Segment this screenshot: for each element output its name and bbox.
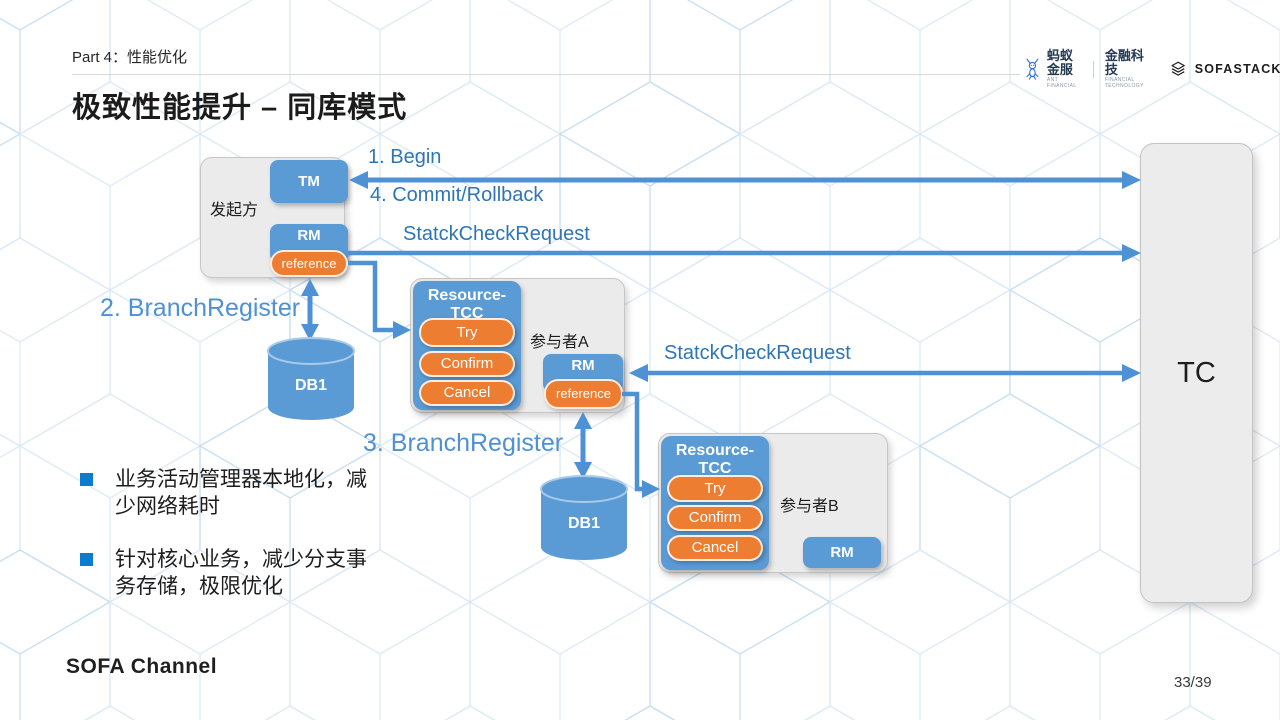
ant-financial-wordmark: 蚂蚁金服 ANT FINANCIAL <box>1047 49 1082 89</box>
label-commit-rollback: 4. Commit/Rollback <box>370 184 544 206</box>
sofastack-wordmark: SOFASTACK™ <box>1194 62 1280 76</box>
logo-separator <box>1093 60 1094 78</box>
label-begin: 1. Begin <box>368 146 442 168</box>
ant-financial-name: 蚂蚁金服 <box>1046 48 1073 77</box>
participant-a-cancel-chip: Cancel <box>419 380 515 406</box>
bullet-item: 业务活动管理器本地化，减少网络耗时 <box>80 466 377 520</box>
participant-a-label: 参与者A <box>530 334 589 351</box>
tm-box: TM <box>270 160 348 203</box>
tc-box: TC <box>1140 143 1253 603</box>
page-title: 极致性能提升 – 同库模式 <box>72 92 408 124</box>
participant-b-confirm-chip: Confirm <box>667 505 763 531</box>
initiator-label: 发起方 <box>210 202 259 219</box>
participant-b-label: 参与者B <box>780 498 839 515</box>
bullet-list: 业务活动管理器本地化，减少网络耗时 针对核心业务，减少分支事务存储，极限优化 <box>80 466 377 600</box>
page-number: 33/39 <box>1174 674 1212 691</box>
bullet-square-icon <box>80 473 93 486</box>
label-status-check-1: StatckCheckRequest <box>403 223 590 245</box>
label-status-check-2: StatckCheckRequest <box>664 342 851 364</box>
bullet-square-icon <box>80 553 93 566</box>
label-branch-register-3: 3. BranchRegister <box>363 429 564 457</box>
participant-b-try-chip: Try <box>667 475 763 502</box>
bullet-text: 业务活动管理器本地化，减少网络耗时 <box>115 468 367 518</box>
label-branch-register-2: 2. BranchRegister <box>100 294 301 322</box>
bullet-item: 针对核心业务，减少分支事务存储，极限优化 <box>80 546 377 600</box>
header-divider <box>72 74 1020 75</box>
slide-part-label: Part 4：性能优化 <box>72 49 188 66</box>
sofastack-logo-icon <box>1171 61 1186 76</box>
initiator-reference-chip: reference <box>270 250 348 277</box>
participant-b-resource-title: Resource-TCC <box>675 442 755 477</box>
participant-a-reference-chip: reference <box>544 379 623 409</box>
participant-b-cancel-chip: Cancel <box>667 535 763 561</box>
participant-b-rm-box: RM <box>803 537 881 568</box>
logo-cluster: 蚂蚁金服 ANT FINANCIAL 金融科技 FINANCIAL TECHNO… <box>1026 49 1280 89</box>
fintech-name: 金融科技 <box>1104 48 1144 77</box>
ant-mascot-icon <box>1026 58 1039 80</box>
sofa-channel-brand: SOFA Channel <box>66 655 218 678</box>
fintech-sub: FINANCIAL TECHNOLOGY <box>1104 77 1144 89</box>
participant-a-try-chip: Try <box>419 318 515 347</box>
ant-financial-sub: ANT FINANCIAL <box>1046 77 1077 89</box>
bullet-text: 针对核心业务，减少分支事务存储，极限优化 <box>115 548 367 598</box>
participant-a-confirm-chip: Confirm <box>419 351 515 377</box>
fintech-wordmark: 金融科技 FINANCIAL TECHNOLOGY <box>1105 49 1153 89</box>
